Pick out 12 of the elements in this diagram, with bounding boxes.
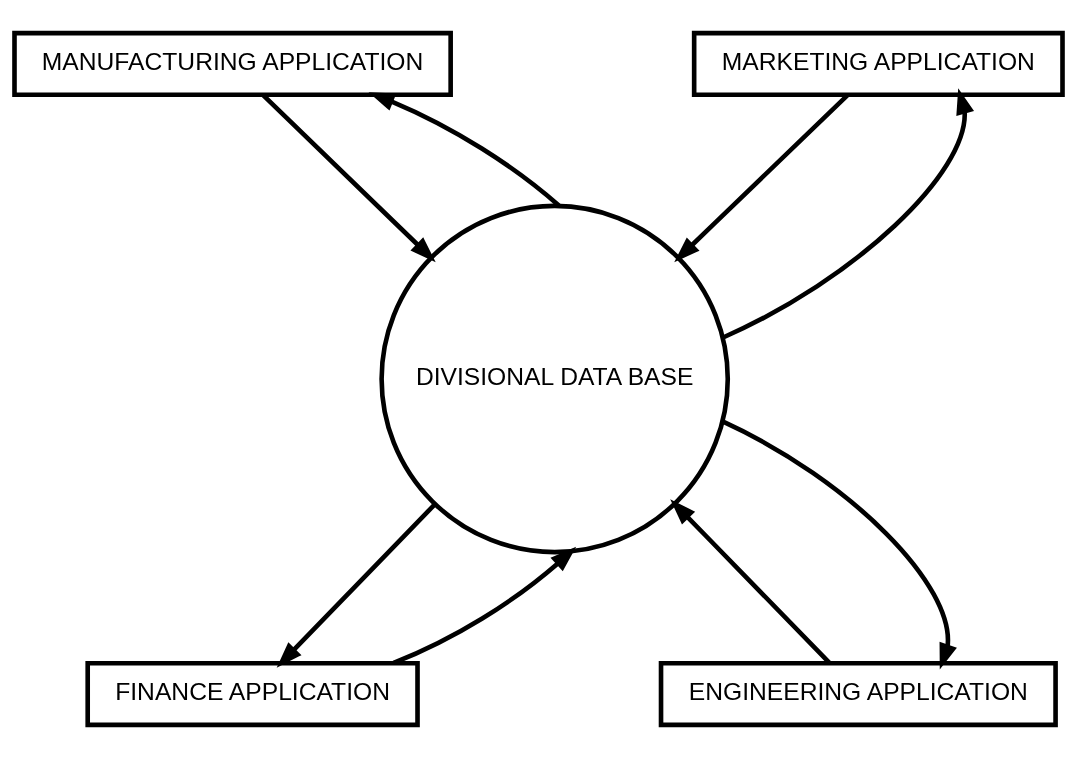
arrow xyxy=(670,498,831,664)
arrow xyxy=(276,502,437,668)
arrow xyxy=(261,92,436,262)
arrow xyxy=(722,419,957,670)
arrow xyxy=(368,91,561,207)
node-circle: DIVISIONAL DATA BASE xyxy=(379,203,731,554)
node-box: MANUFACTURING APPLICATION xyxy=(12,30,453,97)
arrow xyxy=(392,546,577,665)
node-box: FINANCE APPLICATION xyxy=(85,660,420,727)
arrow xyxy=(722,87,975,340)
node-box: MARKETING APPLICATION xyxy=(691,30,1065,97)
node-box: ENGINEERING APPLICATION xyxy=(658,660,1058,727)
